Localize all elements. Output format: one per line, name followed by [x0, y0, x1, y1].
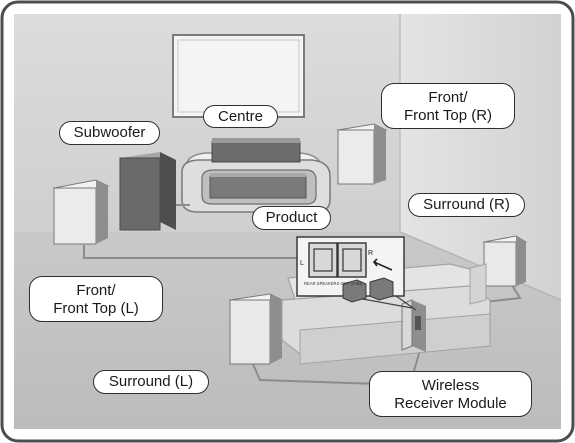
wireless-receiver-module: [401, 299, 426, 352]
label-subwoofer-text: Subwoofer: [73, 124, 146, 141]
module-callout: L R REAR SPEAKERS OUT (3-6Ω): [296, 236, 417, 311]
tv-screen: [172, 34, 305, 118]
terminal-left-marker: L: [300, 260, 304, 267]
label-wireless-line2: Receiver Module: [394, 395, 507, 412]
surround-left-side: [270, 294, 282, 364]
label-centre: Centre: [203, 105, 278, 128]
plug-left: [342, 279, 367, 303]
label-front-left: Front/ Front Top (L): [29, 276, 163, 322]
front-right-front: [337, 129, 375, 185]
label-wireless-line1: Wireless: [421, 377, 480, 394]
terminal-caption: REAR SPEAKERS OUT (3-6Ω): [304, 281, 363, 286]
front-right-speaker: [336, 123, 388, 185]
subwoofer-side: [160, 152, 176, 230]
front-left-speaker: [52, 179, 110, 245]
right-terminal-socket: [342, 248, 362, 272]
centre-speaker: [211, 138, 301, 163]
left-terminal-plate: [308, 242, 338, 278]
terminal-right-marker: R: [368, 250, 373, 257]
centre-speaker-top: [212, 138, 300, 143]
tv: [172, 34, 305, 118]
label-surround-right-text: Surround (R): [423, 196, 510, 213]
label-front-right: Front/ Front Top (R): [381, 83, 515, 129]
label-wireless-receiver-module: Wireless Receiver Module: [369, 371, 532, 417]
product-soundbar-top: [210, 173, 306, 177]
insert-arrow-icon: [372, 258, 393, 271]
cable-surround-left: [251, 349, 421, 387]
left-terminal-socket: [313, 248, 333, 272]
sofa-front: [299, 313, 491, 365]
centre-speaker-body: [211, 141, 301, 163]
right-terminal-plate: [337, 242, 367, 278]
label-front-left-line1: Front/: [76, 282, 116, 299]
product-soundbar: [209, 175, 307, 199]
module-port: [415, 316, 421, 330]
label-surround-left: Surround (L): [93, 370, 209, 394]
surround-right-speaker: [482, 235, 528, 287]
surround-left-front: [229, 299, 271, 365]
front-left-side: [96, 180, 108, 244]
label-centre-text: Centre: [217, 108, 264, 125]
surround-right-side: [516, 236, 526, 286]
plug-right: [369, 277, 394, 301]
label-front-left-line2: Front Top (L): [53, 300, 139, 317]
label-front-right-line2: Front Top (R): [403, 107, 493, 124]
sofa-arm: [469, 263, 487, 305]
surround-right-front: [483, 241, 517, 287]
module-front: [401, 299, 413, 351]
callout-line-2: [395, 295, 417, 311]
subwoofer-speaker: [119, 152, 176, 231]
label-front-right-line1: Front/: [428, 89, 468, 106]
label-surround-right: Surround (R): [408, 193, 525, 217]
front-right-side: [374, 124, 386, 184]
front-left-front: [53, 187, 97, 245]
label-surround-left-text: Surround (L): [108, 373, 194, 390]
surround-left-speaker: [228, 293, 284, 365]
cable-front-left: [83, 245, 360, 259]
label-product-text: Product: [265, 209, 318, 226]
subwoofer-front: [119, 157, 161, 231]
label-product: Product: [252, 206, 331, 230]
label-subwoofer: Subwoofer: [59, 121, 160, 145]
